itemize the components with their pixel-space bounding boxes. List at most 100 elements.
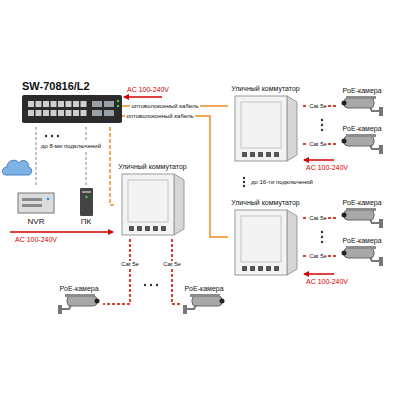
cable-gland — [250, 266, 255, 271]
device-title: SW-70816/L2 — [22, 80, 90, 93]
node-label: Уличный коммутатор — [118, 162, 186, 171]
cable-gland — [266, 152, 271, 157]
switch-body — [22, 95, 122, 123]
nvr-node: NVR — [14, 185, 58, 229]
rj45-port — [81, 110, 87, 116]
camera-body — [344, 248, 374, 258]
device-illustration — [22, 93, 122, 125]
node-label: PoE-камера — [184, 284, 223, 293]
rj45-port — [73, 110, 79, 116]
cable-gland — [242, 152, 247, 157]
node-label: Уличный коммутатор — [231, 84, 299, 93]
power-label: AC 100-240V — [14, 235, 58, 244]
cable-gland — [250, 152, 255, 157]
device-illustration — [340, 133, 384, 155]
sfp-port — [104, 101, 114, 107]
node-label: PoE-камера — [342, 236, 381, 245]
node-label: PoE-камера — [342, 124, 381, 133]
wall-mount — [183, 305, 187, 314]
device-illustration — [231, 93, 301, 163]
node-label: NVR — [28, 217, 45, 227]
rj45-port — [36, 101, 42, 107]
nvr-body — [18, 193, 54, 213]
drive-slot — [82, 191, 91, 193]
cable-label: Cat 5e — [308, 103, 328, 110]
note-label: до 8-ми подключений — [40, 142, 102, 151]
cable-connector — [110, 127, 115, 205]
cable-connector — [103, 239, 130, 304]
cabinet-front — [122, 174, 174, 235]
rj45-port — [51, 101, 57, 107]
node-label: ПК — [81, 217, 91, 227]
cable-gland — [137, 226, 142, 231]
cabinet-side — [287, 96, 297, 161]
node-label: Уличный коммутатор — [231, 198, 299, 207]
pc-node: ПК — [72, 185, 100, 229]
camera-node: PoE-камера — [338, 196, 386, 231]
rj45-port — [81, 101, 87, 107]
camera-node: PoE-камера — [55, 282, 103, 317]
node-label: PoE-камера — [59, 284, 98, 293]
device-illustration — [57, 293, 101, 315]
cable-label: оптоволоконный кабель — [125, 113, 194, 120]
cable-connector — [172, 239, 180, 304]
cable-label: Cat 5e — [308, 253, 328, 260]
cabinet-door — [241, 102, 281, 148]
cabinet-front — [235, 210, 287, 275]
street-node: Уличный коммутатор — [228, 82, 303, 165]
cable-gland — [266, 266, 271, 271]
rj45-port — [43, 110, 49, 116]
note-label: до 16-ти подключений — [250, 178, 314, 187]
cable-gland — [258, 152, 263, 157]
cable-connector — [122, 116, 228, 237]
node-label: PoE-камера — [342, 86, 381, 95]
cable-connector — [86, 127, 87, 185]
device-illustration — [74, 187, 98, 217]
street-node: Уличный коммутатор — [115, 160, 190, 239]
cable-label: оптоволоконный кабель — [130, 103, 199, 110]
rj45-port — [73, 101, 79, 107]
device-illustration — [118, 171, 188, 237]
power-arrow — [10, 231, 113, 233]
sfp-port — [92, 110, 102, 116]
cabinet-front — [235, 96, 287, 161]
camera-hood — [346, 208, 376, 211]
device-illustration — [16, 187, 56, 217]
wall-mount — [379, 257, 383, 266]
sfp-port — [92, 101, 102, 107]
rj45-port — [66, 110, 72, 116]
power-led — [85, 196, 87, 198]
cable-label: Cat 5e — [308, 215, 328, 222]
drive-bay — [22, 204, 42, 207]
cabinet-side — [174, 174, 184, 235]
cabinet-side — [287, 210, 297, 275]
cable-connector — [36, 127, 37, 185]
camera-hood — [346, 134, 376, 137]
rj45-port — [66, 101, 72, 107]
camera-lens — [342, 251, 347, 256]
rj45-port — [58, 101, 64, 107]
street-node: Уличный коммутатор — [228, 196, 303, 279]
cable-gland — [274, 266, 279, 271]
rj45-port — [43, 101, 49, 107]
sfp-port — [104, 110, 114, 116]
device-illustration — [231, 207, 301, 277]
power-label: AC 100-240V — [126, 85, 170, 94]
camera-hood — [346, 246, 376, 249]
sw-node: SW-70816/L2 — [20, 78, 122, 127]
drive-bay — [22, 198, 42, 201]
power-label: AC 100-240V — [305, 277, 349, 286]
cable-gland — [145, 226, 150, 231]
device-illustration — [340, 95, 384, 117]
cable-label: Cat 5e — [120, 261, 140, 268]
camera-body — [344, 136, 374, 146]
camera-body — [192, 296, 222, 306]
power-arrow — [304, 273, 334, 275]
status-led — [47, 198, 50, 201]
camera-lens — [342, 101, 347, 106]
node-label: PoE-камера — [342, 198, 381, 207]
wall-mount — [58, 305, 62, 314]
